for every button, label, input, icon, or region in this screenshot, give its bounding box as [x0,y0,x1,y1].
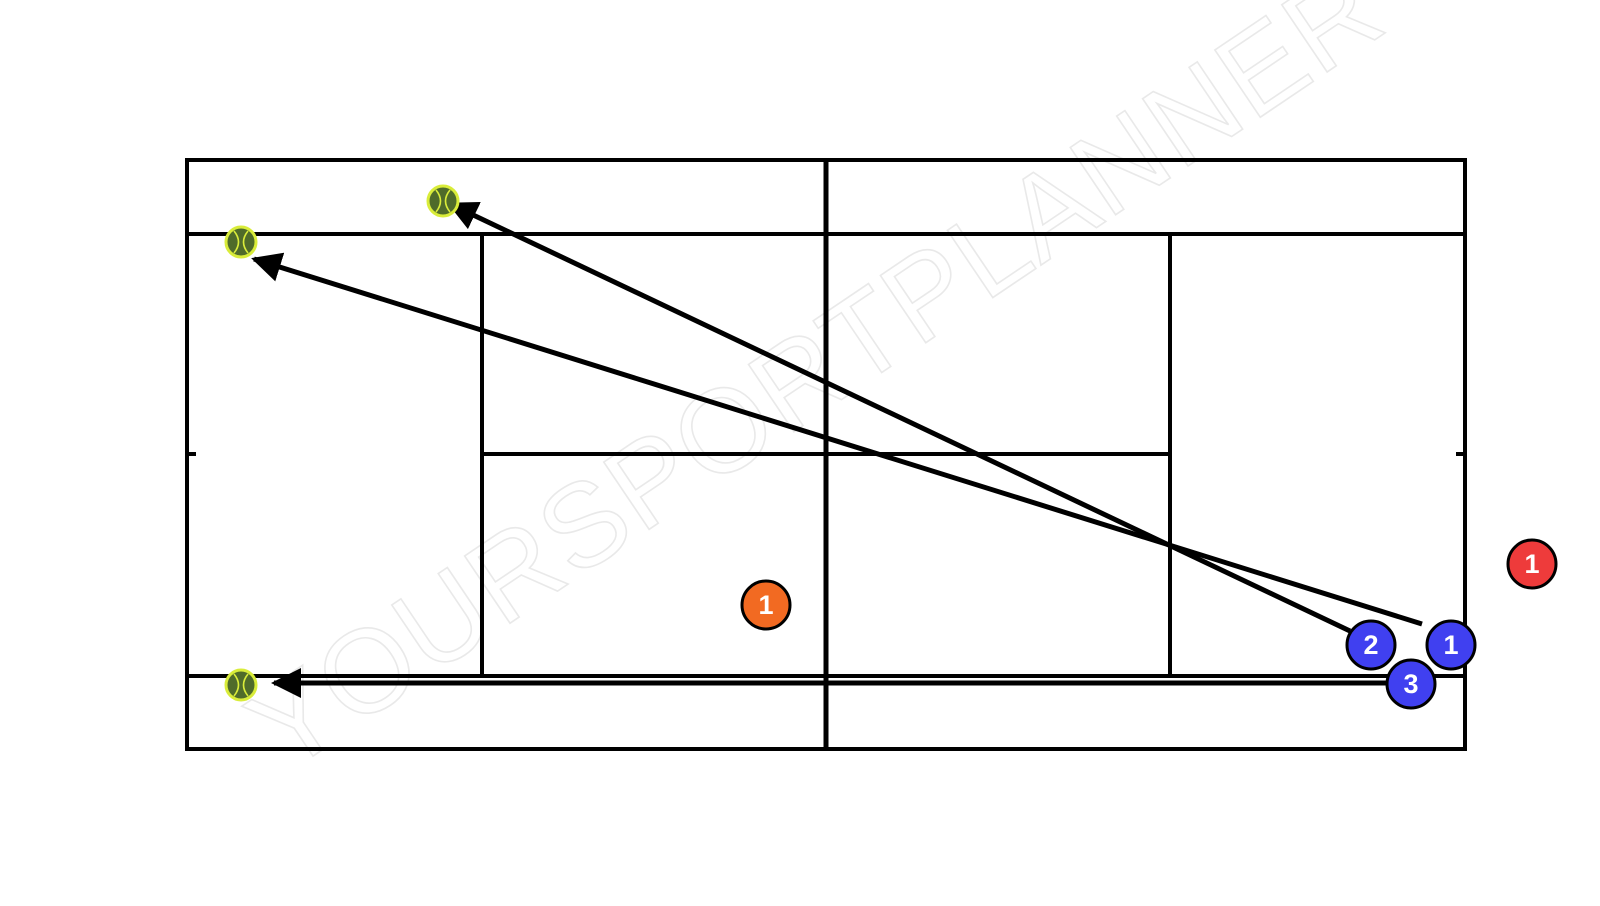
court [185,158,1467,751]
player-red-1[interactable]: 1 [1506,538,1558,590]
player-blue-2[interactable]: 2 [1345,619,1397,671]
player-blue-3-label: 3 [1403,669,1418,699]
shot-arrow-1 [251,252,1423,627]
player-blue-2-label: 2 [1363,630,1378,660]
players: 1 1 2 1 3 [740,538,1558,710]
player-blue-3[interactable]: 3 [1385,658,1437,710]
player-blue-1-label: 1 [1443,630,1458,660]
player-blue-1[interactable]: 1 [1425,619,1477,671]
tennis-ball-icon [426,184,460,218]
player-orange-1[interactable]: 1 [740,579,792,631]
player-orange-1-label: 1 [758,590,773,620]
shot-arrows [251,201,1423,698]
shot-arrow-2 [447,201,1352,634]
tennis-ball-icon [224,668,258,702]
balls [224,184,460,702]
tennis-ball-icon [224,225,258,259]
player-red-1-label: 1 [1524,549,1539,579]
